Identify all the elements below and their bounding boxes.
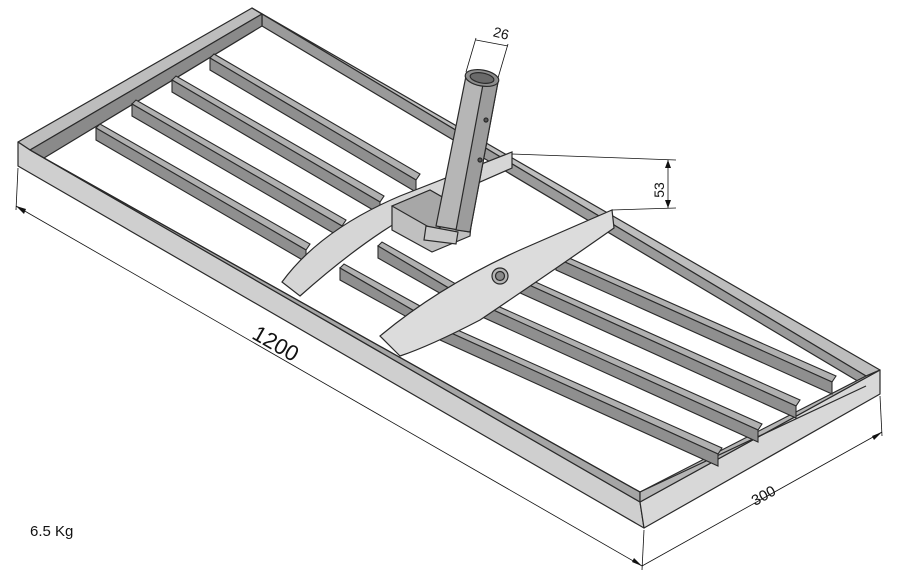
tube-top-inner — [469, 72, 495, 84]
dim-label-diameter: 26 — [492, 24, 511, 43]
dim-26-ext-b — [497, 43, 509, 79]
tube-hole — [483, 117, 489, 123]
dim-1200-ext-a — [15, 167, 19, 211]
dim-1200-ext-b — [641, 529, 645, 571]
handle-tube — [423, 68, 500, 245]
frame-rim-front — [29, 149, 641, 503]
frame-inner-far — [261, 13, 867, 387]
dim-label-height: 53 — [651, 182, 667, 198]
bars-left — [95, 53, 421, 263]
dim-53-ext-b — [611, 207, 677, 211]
weight-label: 6.5 Kg — [30, 523, 74, 540]
bar — [377, 241, 457, 291]
dim-label-length: 1200 — [248, 320, 303, 366]
tube-hole — [477, 157, 483, 163]
dim-53-ext-a — [511, 153, 677, 161]
dim-26-ext-a — [465, 37, 477, 73]
bolt-inner — [494, 270, 506, 282]
dimension-arrows — [16, 160, 882, 566]
dim-label-width: 300 — [749, 483, 779, 510]
dim-1200-line — [15, 205, 643, 567]
bar — [339, 267, 417, 323]
dim-300-ext-a — [879, 395, 883, 437]
tube-clamp — [423, 225, 459, 245]
dim-26-line — [475, 39, 509, 47]
frame-inner-edge — [43, 157, 867, 493]
bars-right — [439, 253, 837, 467]
rake-frame — [17, 7, 881, 529]
frame-inner-left — [29, 13, 263, 159]
dim-300-line — [641, 431, 883, 567]
